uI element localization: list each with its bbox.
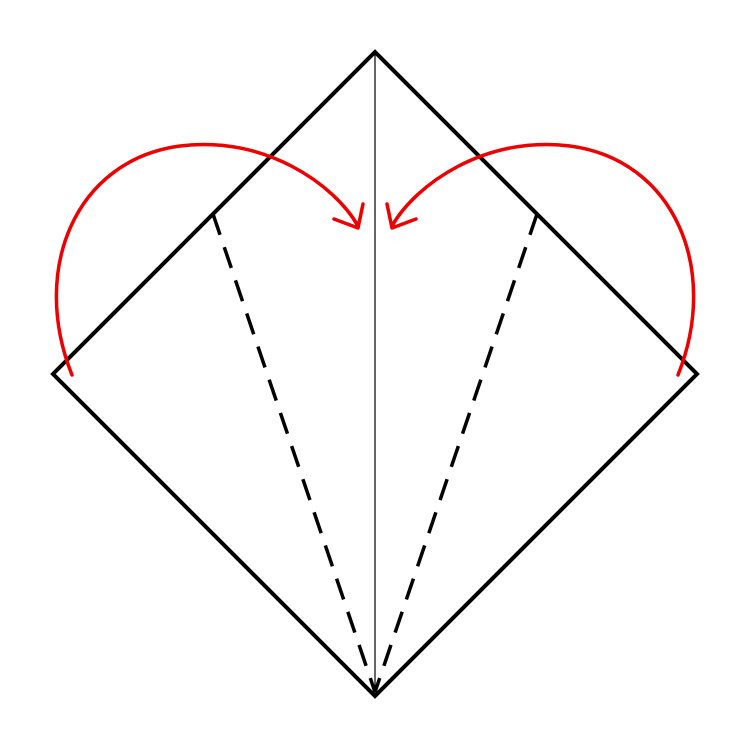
left-fold-arrowhead xyxy=(332,202,365,230)
right-fold-arrowhead xyxy=(385,202,418,230)
right-fold-arrow-curve xyxy=(390,142,696,377)
left-fold-arrow-curve xyxy=(54,142,360,377)
paper-square-outline xyxy=(50,49,700,699)
left-fold-arrow xyxy=(54,142,365,377)
right-fold-arrow xyxy=(385,142,696,377)
left-valley-fold-line xyxy=(211,213,377,693)
right-valley-fold-line xyxy=(373,213,539,693)
